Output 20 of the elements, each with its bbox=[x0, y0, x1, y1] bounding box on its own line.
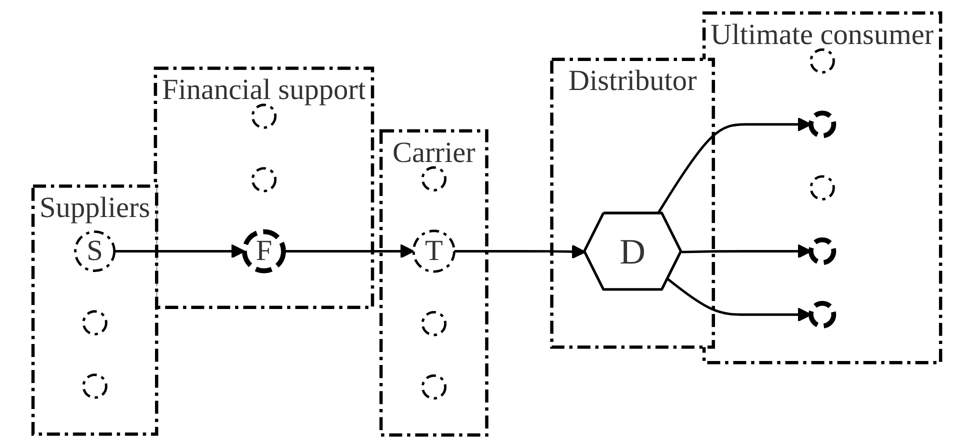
arrow bbox=[454, 244, 586, 259]
node-circle bbox=[809, 48, 835, 74]
arrow bbox=[656, 117, 812, 214]
node-circle: S bbox=[74, 230, 116, 272]
node-circle: T bbox=[412, 230, 456, 273]
node-circle bbox=[251, 167, 276, 192]
arrow bbox=[681, 244, 812, 258]
node-circle bbox=[808, 300, 836, 328]
cluster: Ultimate consumer bbox=[702, 11, 942, 364]
node-circle bbox=[82, 374, 108, 399]
node-circle bbox=[82, 310, 108, 336]
node-circle bbox=[420, 310, 446, 336]
node-circle bbox=[420, 166, 446, 192]
node-circle bbox=[808, 110, 836, 138]
node-circle bbox=[808, 237, 836, 266]
node-circle bbox=[809, 175, 835, 200]
node-circle: F bbox=[242, 229, 286, 274]
arrow bbox=[667, 278, 812, 322]
node-circle bbox=[251, 104, 276, 129]
node-circle bbox=[420, 374, 446, 400]
